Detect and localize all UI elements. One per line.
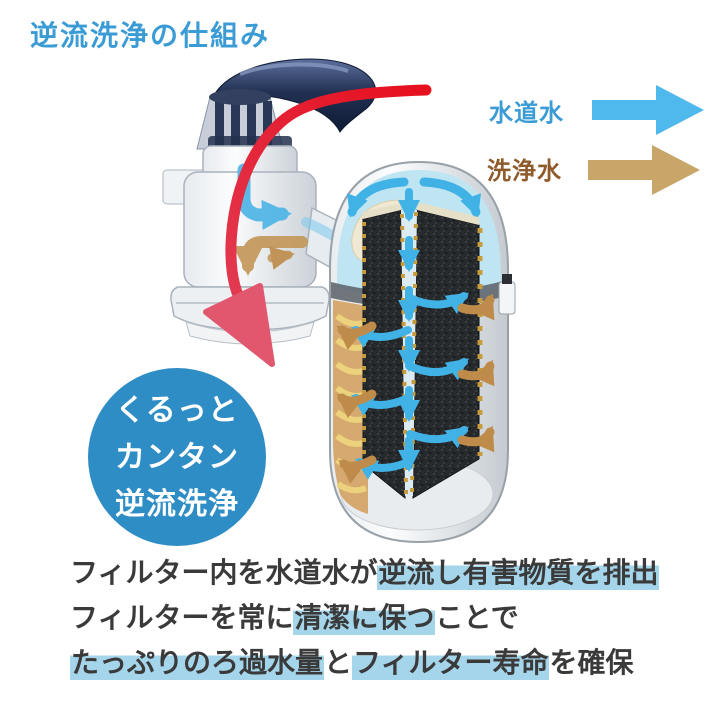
carbon-filter-right [412,209,480,499]
description-line-2: フィルターを常に清潔に保つことで [70,595,659,640]
highlighted-segment: 逆流し有害物質を排出 [377,557,660,590]
text-segment: を確保 [549,647,634,678]
rotate-arrow [203,84,432,367]
tap-water-right-arrow-icon [592,85,704,135]
cartridge-tap-water-flows [347,177,481,480]
badge-line: くるっと [115,393,239,427]
text-segment: フィルターを常に [70,602,294,633]
highlighted-segment: フィルター寿命 [352,647,550,680]
gold-bead-columns [362,211,483,495]
cartridge-shell [329,160,509,544]
cartridge-ring [331,280,507,308]
valve-tap-water-flow [237,163,292,230]
faucet-spout [211,58,377,133]
badge-line: 逆流洗浄 [115,487,239,521]
release-tab [498,281,516,315]
wash-water-right-arrow-icon [588,145,700,195]
highlighted-segment: 清潔に保つ [293,602,436,635]
carbon-filter-left [362,209,406,500]
cartridge-wash-water-flows [336,293,495,484]
wash-chamber-ribs [335,313,368,494]
wash-chamber [333,300,368,514]
text-segment: と [324,647,353,678]
valve-body [162,136,357,345]
description-block: フィルター内を水道水が逆流し有害物質を排出 フィルターを常に清潔に保つことで た… [70,550,660,685]
page-title: 逆流洗浄の仕組み [30,20,271,51]
legend-label-tap-water: 水道水 [489,100,564,127]
outlet-tube [305,206,357,278]
legend-label-wash-water: 洗浄水 [487,158,562,185]
center-channel [401,210,417,496]
valve-tap-water-flow-faded [301,217,345,245]
faucet-collar [196,89,284,150]
badge-line: カンタン [115,440,239,474]
description-line-1: フィルター内を水道水が逆流し有害物質を排出 [70,550,660,595]
highlighted-segment: たっぷりのろ過水量 [70,647,325,680]
cartridge-bottom-cup [340,457,494,531]
description-line-3: たっぷりのろ過水量とフィルター寿命を確保 [70,640,659,685]
text-segment: ことで [435,602,519,633]
valve-wash-water-flow-small [267,246,295,270]
filter-cartridge [329,160,516,544]
valve-wash-water-flow [233,236,308,276]
inner-cap [351,199,400,266]
cartridge-dome [337,170,501,297]
text-segment: フィルター内を水道水が [70,557,378,588]
backwash-badge: くるっと カンタン 逆流洗浄 [88,368,266,546]
